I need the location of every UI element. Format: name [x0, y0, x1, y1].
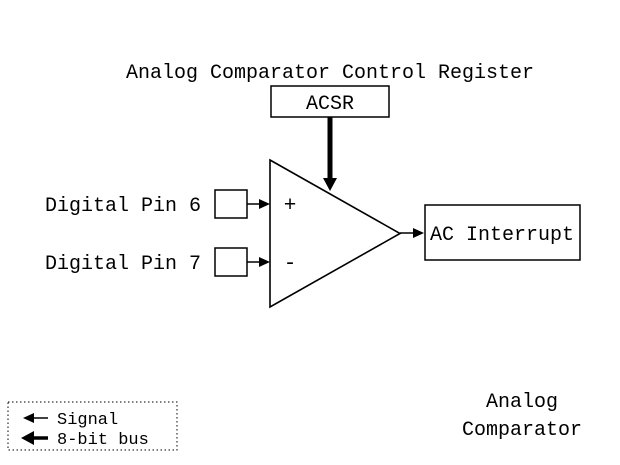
plus-input-sign: + — [284, 195, 297, 218]
caption-line-1: Analog — [486, 391, 558, 414]
comparator-triangle — [269, 158, 402, 309]
digital-pin-6-label: Digital Pin 6 — [45, 195, 201, 218]
caption-line-2: Comparator — [462, 419, 582, 442]
legend-bus-label: 8-bit bus — [57, 431, 149, 450]
minus-input-sign: - — [284, 253, 297, 276]
ac-interrupt-label: AC Interrupt — [430, 224, 574, 247]
digital-pin-6-box — [214, 189, 248, 219]
ac-interrupt-box — [424, 204, 581, 261]
acsr-label: ACSR — [306, 93, 354, 116]
diagram-title: Analog Comparator Control Register — [126, 62, 534, 85]
legend-signal-label: Signal — [57, 411, 118, 430]
digital-pin-7-box — [214, 247, 248, 277]
digital-pin-7-label: Digital Pin 7 — [45, 253, 201, 276]
legend-box — [7, 401, 178, 451]
acsr-box — [270, 85, 390, 118]
